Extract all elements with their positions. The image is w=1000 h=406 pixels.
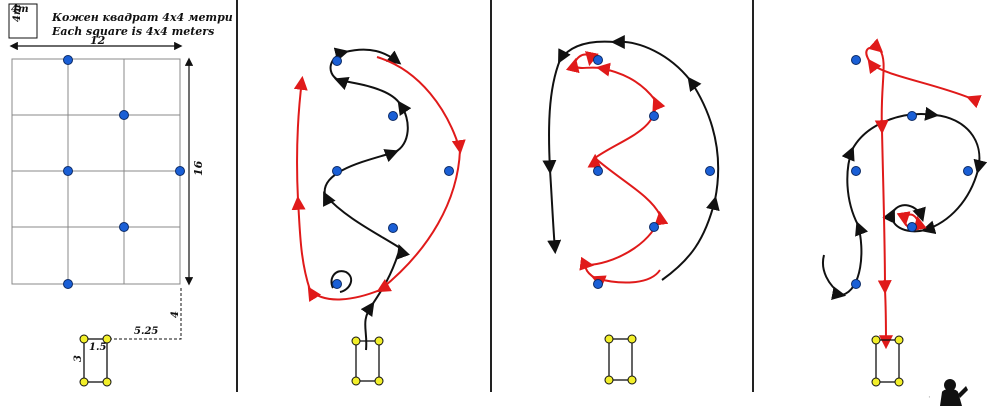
marker [963,166,973,176]
marker [388,111,398,121]
marker [593,166,603,176]
legend-square-label: 4m [12,4,23,22]
layout-panel: 4m 4m Кожен квадрат 4х4 метри Each squar… [8,3,233,387]
path-panel-3: · [822,48,988,406]
tee-box [351,336,384,386]
red-path [291,56,466,303]
legend-square [8,3,38,39]
marker [649,222,659,232]
legend-top-label: 4m [11,4,29,15]
tee-box [79,334,112,387]
gap-label: 4 [170,311,181,318]
layout-markers [63,55,185,289]
tee-box [871,335,904,387]
marker [649,111,659,121]
marker [388,223,398,233]
tee-width-label: 1.5 [89,342,106,353]
marker [705,166,715,176]
marker [593,279,603,289]
faint-mark: · [928,393,931,403]
path-panel-1 [291,47,466,386]
marker [851,279,861,289]
red-path [866,48,970,345]
marker [63,279,73,289]
marker [332,166,342,176]
width-dimension-label: 12 [90,34,106,47]
marker [444,166,454,176]
marker [175,166,185,176]
marker [63,166,73,176]
offset-dimension-line [108,288,182,340]
height-dimension-label: 16 [192,160,205,176]
marker [332,56,342,66]
black-path [542,35,720,281]
marker [63,55,73,65]
path-panel-2 [542,35,720,385]
marker [119,222,129,232]
marker [119,110,129,120]
red-path [565,51,669,289]
marker [332,279,342,289]
tee-height-label: 3 [73,355,84,362]
marker [851,166,861,176]
marker [593,55,603,65]
marker [907,111,917,121]
field-grid [11,58,181,285]
marker [851,55,861,65]
tee-box [604,334,637,385]
black-path [822,106,988,301]
offset-label: 5.25 [134,326,158,337]
black-path [323,47,412,351]
goalkeeper-icon [940,379,968,406]
marker [907,222,917,232]
legend-caption-ua: Кожен квадрат 4х4 метри [51,11,233,24]
legend-caption-en: Each square is 4x4 meters [51,25,214,38]
